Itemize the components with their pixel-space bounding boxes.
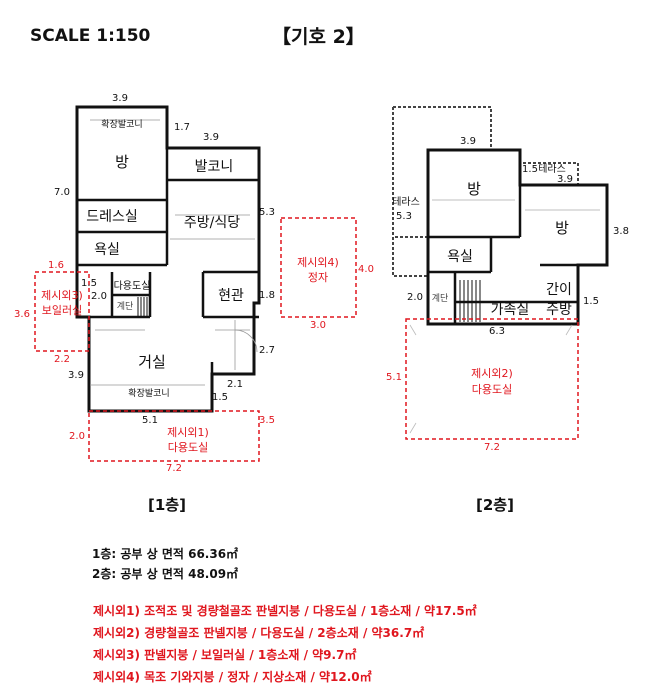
- f1-dim-1.5: 1.5: [81, 278, 97, 289]
- f1-room-kitchen: 주방/식당: [184, 215, 240, 231]
- floor2-terrace-outline: [392, 106, 579, 277]
- f1-room-balcony: 발코니: [195, 159, 234, 175]
- f1-dim-5.3: 5.3: [259, 207, 275, 218]
- f1-dim-1.8: 1.8: [259, 290, 275, 301]
- scale-label: SCALE 1:150: [30, 26, 151, 46]
- floor2-walls: [428, 185, 578, 324]
- floor2-label: [2층]: [476, 496, 514, 514]
- f2-room-terrace1: 테라스: [392, 196, 420, 208]
- annex1-use: 다용도실: [168, 441, 208, 454]
- f2-room-terrace2: 테라스: [538, 163, 566, 175]
- f2-room-family: 가족실: [491, 302, 530, 318]
- floor2-outline: [426, 148, 609, 326]
- f1-room-living: 거실: [138, 353, 166, 371]
- floor1-thin-lines: [90, 119, 255, 386]
- document-title: 【기호 2】: [272, 26, 365, 48]
- f2-dim-1.5: 1.5: [522, 164, 538, 175]
- f2-room-bath: 욕실: [447, 249, 473, 265]
- note-annex2: 제시외2) 경량철골조 판넬지붕 / 다용도실 / 2층소재 / 약36.7㎡: [93, 626, 425, 640]
- f1-dim-1.5-b: 1.5: [212, 392, 228, 403]
- annex3-title: 제시외3): [41, 289, 83, 302]
- f2-room-kitchen: 주방: [546, 302, 572, 318]
- annex1-outline: [88, 410, 260, 462]
- floor-plans: 확장발코니 방 발코니 드레스실 주방/식당 욕실 다용도실 계단 현관 거실 …: [14, 93, 629, 474]
- annex3-dim-h: 3.6: [14, 309, 30, 320]
- annex3-use: 보일러실: [42, 303, 82, 317]
- floor1-label: [1층]: [148, 496, 186, 514]
- f1-room-storage: 다용도실: [114, 280, 151, 292]
- annex1-dim-w: 7.2: [166, 463, 182, 474]
- f2-dim-3.9-b: 3.9: [557, 174, 573, 185]
- annex4-use: 정자: [308, 271, 328, 284]
- f1-dim-3.9-left: 3.9: [68, 370, 84, 381]
- f1-dim-2.1: 2.1: [227, 379, 243, 390]
- f1-dim-3.9-b: 3.9: [203, 132, 219, 143]
- f2-room-bedroom2: 방: [555, 219, 569, 237]
- f2-dim-2.0: 2.0: [407, 292, 423, 303]
- f1-room-entrance: 현관: [218, 288, 244, 304]
- annex2-outline: [405, 318, 579, 440]
- f2-dim-3.8: 3.8: [613, 226, 629, 237]
- note-annex3: 제시외3) 판넬지붕 / 보일러실 / 1층소재 / 약9.7㎡: [93, 648, 357, 662]
- annex4-dim-h: 4.0: [358, 264, 374, 275]
- annex3-outline: [34, 271, 90, 352]
- annex4-outline: [280, 217, 357, 318]
- f1-room-stair: 계단: [117, 300, 134, 312]
- f1-dim-5.1: 5.1: [142, 415, 158, 426]
- f1-dim-1.7: 1.7: [174, 122, 190, 133]
- floor1-walls: [77, 148, 259, 374]
- annex4-dim-w: 3.0: [310, 320, 326, 331]
- f1-dim-2.7: 2.7: [259, 345, 275, 356]
- f1-dim-2.0: 2.0: [91, 291, 107, 302]
- f2-dim-5.3: 5.3: [396, 211, 412, 222]
- f2-room-stair: 계단: [432, 292, 449, 304]
- annex4-title: 제시외4): [297, 256, 339, 269]
- f1-room-bedroom: 방: [115, 153, 129, 171]
- annex3-dim-top: 1.6: [48, 260, 64, 271]
- floor2-stair: [459, 280, 481, 322]
- f1-dim-7.0: 7.0: [54, 187, 70, 198]
- note-annex4: 제시외4) 목조 기와지붕 / 정자 / 지상소재 / 약12.0㎡: [93, 670, 372, 684]
- f2-dim-1.5-b: 1.5: [583, 296, 599, 307]
- annex1-title: 제시외1): [167, 426, 209, 439]
- annex3-dim-bottom: 2.2: [54, 354, 70, 365]
- f1-dim-3.9-top: 3.9: [112, 93, 128, 104]
- f1-room-bath: 욕실: [94, 242, 120, 258]
- f2-dim-6.3: 6.3: [489, 326, 505, 337]
- annex2-dim-h: 5.1: [386, 372, 402, 383]
- annex1-dim-side: 3.5: [259, 415, 275, 426]
- floor1-plan: [75, 105, 261, 413]
- area-floor1: 1층: 공부 상 면적 66.36㎡: [92, 547, 239, 561]
- f1-room-balcony-bottom: 확장발코니: [128, 387, 169, 399]
- annex1-dim-h: 2.0: [69, 431, 85, 442]
- f1-room-balcony-top: 확장발코니: [101, 118, 142, 130]
- f2-room-pantry: 간이: [546, 282, 572, 298]
- f2-dim-3.9: 3.9: [460, 136, 476, 147]
- floor1-stair: [137, 297, 148, 317]
- area-floor2: 2층: 공부 상 면적 48.09㎡: [92, 567, 239, 581]
- f1-room-dress: 드레스실: [86, 209, 138, 225]
- annex2-dim-w: 7.2: [484, 442, 500, 453]
- f2-room-bedroom1: 방: [467, 180, 481, 198]
- note-annex1: 제시외1) 조적조 및 경량철골조 판넬지붕 / 다용도실 / 1층소재 / 약…: [93, 604, 477, 618]
- annex2-use: 다용도실: [472, 383, 512, 396]
- annex2-title: 제시외2): [471, 367, 513, 380]
